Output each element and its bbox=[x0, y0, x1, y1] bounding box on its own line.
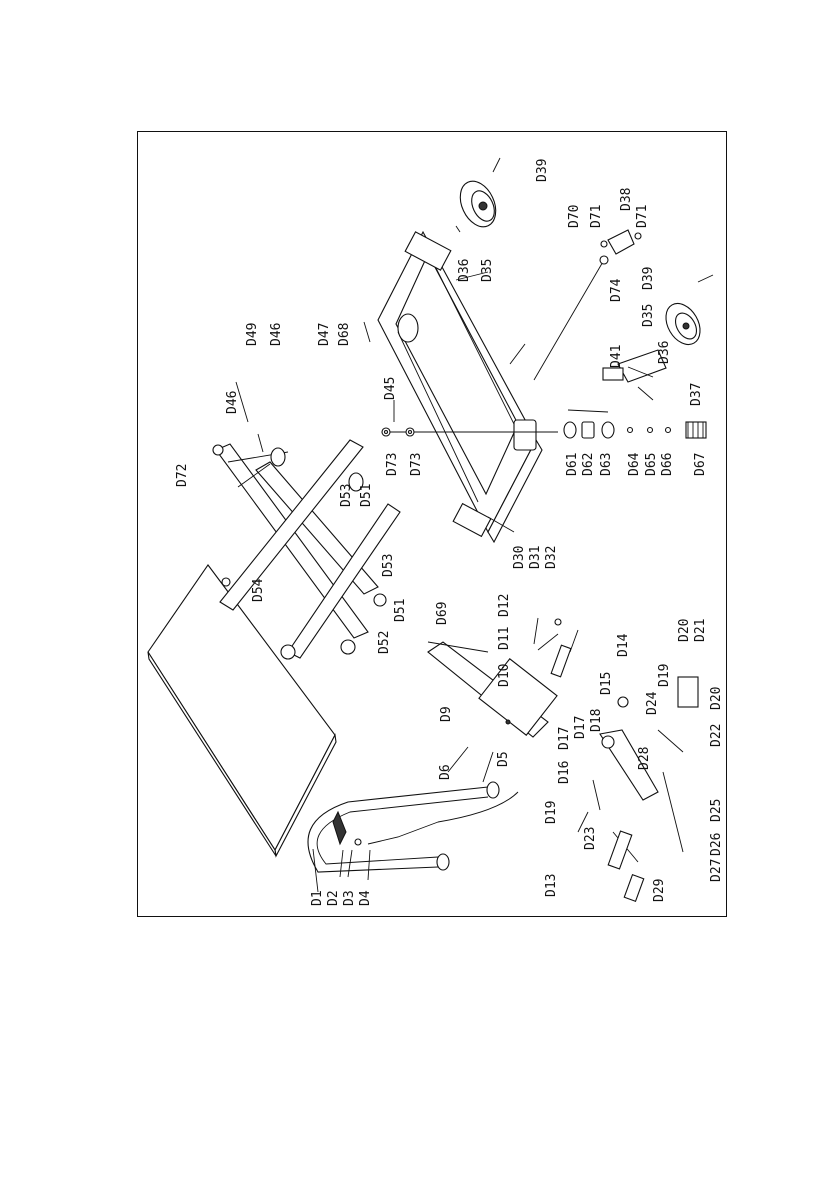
label-D46a: D46 bbox=[225, 391, 240, 414]
diagram-canvas: D1 D2 D3 D4 D5 D6 D9 D10 D11 D12 D13 D14… bbox=[138, 132, 728, 918]
label-D41: D41 bbox=[609, 345, 624, 368]
label-D16: D16 bbox=[557, 761, 572, 784]
label-D18: D18 bbox=[589, 709, 604, 732]
label-D29: D29 bbox=[652, 879, 667, 902]
label-D66: D66 bbox=[660, 453, 675, 476]
label-D6: D6 bbox=[438, 764, 453, 780]
label-D30: D30 bbox=[512, 546, 527, 569]
label-D31: D31 bbox=[528, 546, 543, 569]
label-D54: D54 bbox=[251, 578, 266, 602]
label-D53b: D53 bbox=[381, 554, 396, 577]
label-D45: D45 bbox=[383, 377, 398, 400]
label-D73a: D73 bbox=[385, 453, 400, 476]
axle-rod bbox=[534, 230, 641, 380]
label-D17a: D17 bbox=[557, 727, 572, 750]
label-D4: D4 bbox=[358, 890, 373, 906]
label-D39b: D39 bbox=[641, 267, 656, 290]
label-D35a: D35 bbox=[480, 259, 495, 282]
label-D14: D14 bbox=[616, 633, 631, 657]
label-D51b: D51 bbox=[393, 599, 408, 622]
label-D22: D22 bbox=[709, 724, 724, 747]
label-D12: D12 bbox=[497, 594, 512, 617]
label-D9: D9 bbox=[439, 706, 454, 722]
label-D69: D69 bbox=[435, 602, 450, 625]
label-D5: D5 bbox=[496, 751, 511, 767]
handle-bar bbox=[308, 782, 518, 872]
wheel-top bbox=[453, 158, 502, 233]
label-D51a: D51 bbox=[359, 484, 374, 507]
label-D63: D63 bbox=[599, 453, 614, 476]
label-D71b: D71 bbox=[635, 205, 650, 228]
label-D39a: D39 bbox=[535, 159, 550, 182]
label-D20b: D20 bbox=[709, 687, 724, 710]
label-D13: D13 bbox=[544, 874, 559, 897]
label-D11: D11 bbox=[497, 627, 512, 650]
label-D27: D27 bbox=[709, 859, 724, 882]
label-D28: D28 bbox=[637, 747, 652, 770]
label-D19b: D19 bbox=[657, 664, 672, 687]
label-D37: D37 bbox=[689, 383, 704, 406]
label-D74: D74 bbox=[609, 278, 624, 302]
label-D62: D62 bbox=[581, 453, 596, 476]
label-D70: D70 bbox=[567, 205, 582, 228]
label-D68: D68 bbox=[337, 323, 352, 346]
label-D67: D67 bbox=[693, 453, 708, 476]
label-D65: D65 bbox=[644, 453, 659, 476]
label-D24: D24 bbox=[645, 691, 660, 715]
label-D20a: D20 bbox=[677, 619, 692, 642]
label-D23: D23 bbox=[583, 827, 598, 850]
label-D1: D1 bbox=[310, 890, 325, 906]
label-D2: D2 bbox=[326, 890, 341, 906]
exploded-parts-diagram: D1 D2 D3 D4 D5 D6 D9 D10 D11 D12 D13 D14… bbox=[137, 131, 727, 917]
label-D47: D47 bbox=[317, 323, 332, 346]
label-D49: D49 bbox=[245, 323, 260, 346]
label-D35b: D35 bbox=[641, 304, 656, 327]
label-D72: D72 bbox=[175, 464, 190, 487]
label-D21: D21 bbox=[693, 619, 708, 642]
label-D61: D61 bbox=[565, 453, 580, 476]
label-D17b: D17 bbox=[573, 716, 588, 739]
label-D64: D64 bbox=[627, 452, 642, 476]
label-D46b: D46 bbox=[269, 323, 284, 346]
label-D71a: D71 bbox=[589, 205, 604, 228]
label-D26: D26 bbox=[709, 833, 724, 856]
label-D36b: D36 bbox=[657, 341, 672, 364]
label-D32: D32 bbox=[544, 546, 559, 569]
label-D19a: D19 bbox=[544, 801, 559, 824]
label-D15: D15 bbox=[599, 672, 614, 695]
label-D25: D25 bbox=[709, 799, 724, 822]
label-D38: D38 bbox=[619, 188, 634, 211]
platform-top bbox=[148, 565, 336, 856]
label-D53a: D53 bbox=[339, 484, 354, 507]
label-D10: D10 bbox=[497, 664, 512, 687]
label-D36a: D36 bbox=[457, 259, 472, 282]
label-D73b: D73 bbox=[409, 453, 424, 476]
label-D3: D3 bbox=[342, 890, 357, 906]
pump-stack bbox=[382, 422, 706, 438]
label-D52: D52 bbox=[377, 631, 392, 654]
